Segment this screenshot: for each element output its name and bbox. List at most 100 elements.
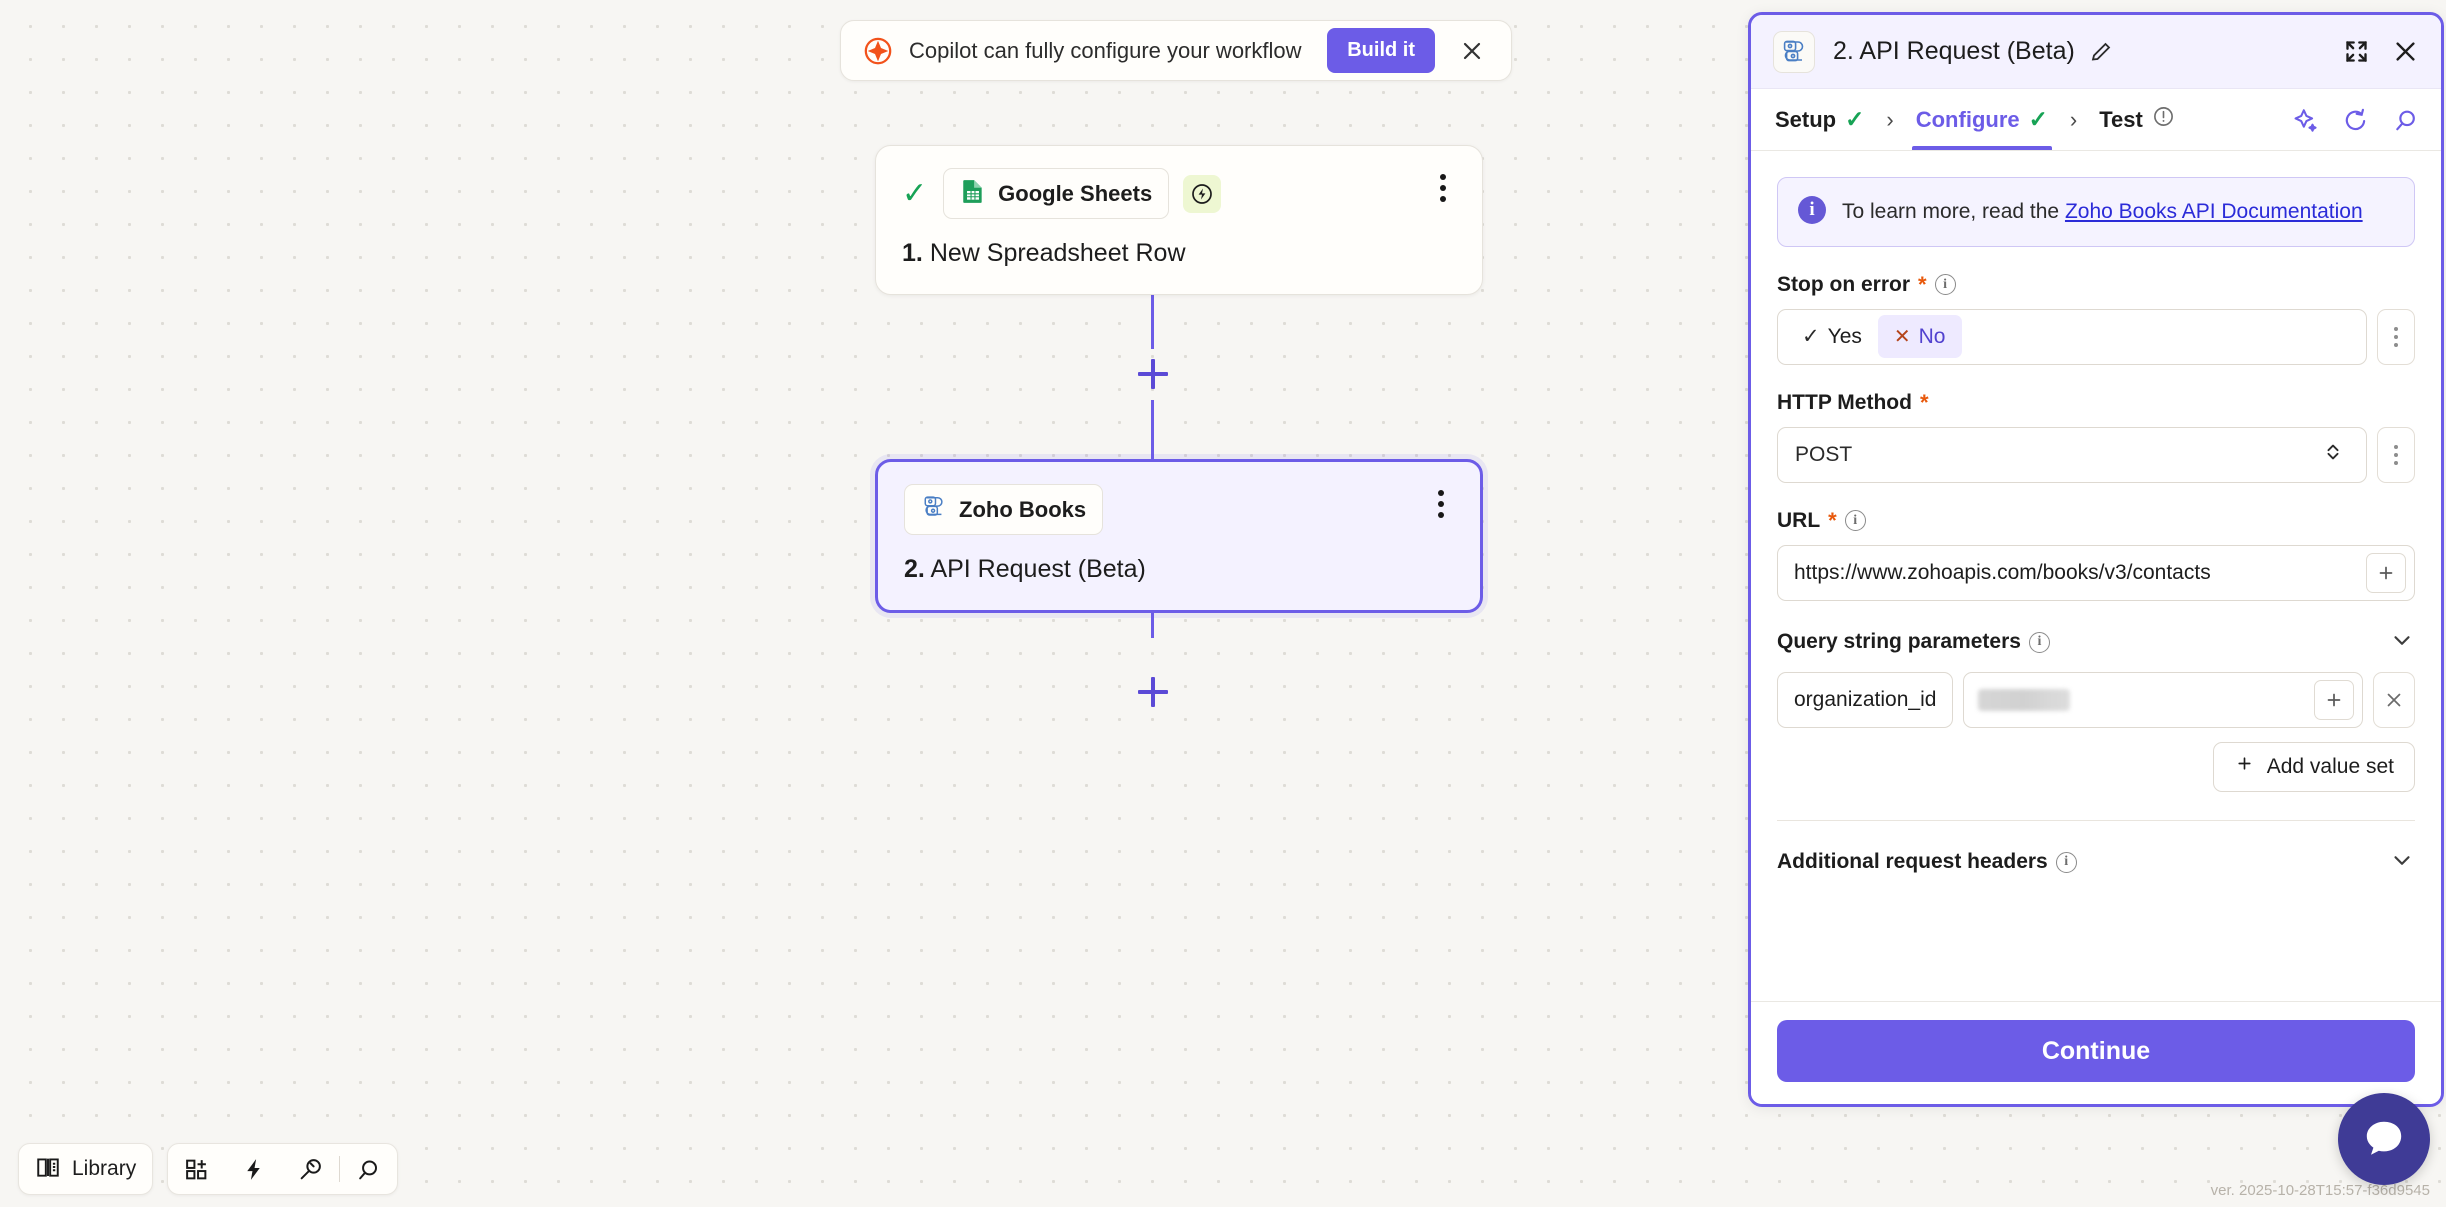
check-icon: ✓ [902, 176, 928, 210]
node-1-header: ✓ Google Sheets [876, 146, 1482, 219]
connector-line-2 [1151, 400, 1154, 460]
zoho-books-icon [921, 494, 947, 525]
query-param-key-input[interactable]: organization_id [1777, 671, 1954, 728]
add-step-button-1[interactable] [1135, 356, 1171, 392]
option-label: No [1918, 324, 1946, 348]
library-button[interactable]: Library [19, 1144, 152, 1194]
chevron-updown-icon [2322, 441, 2344, 468]
info-icon[interactable]: i [2055, 851, 2077, 873]
step-config-panel: 2. API Request (Beta) [1748, 12, 2444, 1107]
url-row: https://www.zohoapis.com/books/v3/contac… [1777, 544, 2415, 601]
panel-body[interactable]: i To learn more, read the Zoho Books API… [1751, 151, 2441, 1001]
tools-wrench-icon[interactable] [282, 1144, 339, 1194]
zoho-books-api-doc-link[interactable]: Zoho Books API Documentation [2064, 200, 2363, 223]
http-method-label: HTTP Method * [1777, 391, 2415, 415]
additional-headers-section-header[interactable]: Additional request headers i [1777, 847, 2415, 878]
node-2-number: 2. [904, 555, 925, 583]
query-param-add-variable-button[interactable] [2314, 679, 2354, 720]
app-chip-zoho-books[interactable]: Zoho Books [904, 484, 1104, 535]
node-1-title: 1. New Spreadsheet Row [876, 219, 1482, 294]
tab-configure-label: Configure [1915, 106, 2020, 132]
google-sheets-icon [960, 178, 986, 209]
search-icon[interactable] [2393, 107, 2419, 133]
info-prefix: To learn more, read the [1842, 200, 2065, 223]
tab-separator-1: › [1886, 106, 1894, 132]
add-value-set-wrap: Add value set [1777, 741, 2415, 792]
panel-tabbar: Setup ✓ › Configure ✓ › Test [1751, 89, 2441, 151]
section-divider [1777, 819, 2415, 821]
chat-bubble-icon[interactable] [2338, 1093, 2430, 1185]
info-icon[interactable]: i [2028, 631, 2050, 653]
workflow-node-1[interactable]: ✓ Google Sheets [875, 145, 1483, 295]
app-chip-google-sheets[interactable]: Google Sheets [943, 168, 1170, 219]
query-param-key-value: organization_id [1794, 687, 1937, 711]
http-method-menu-button[interactable] [2377, 426, 2415, 483]
ai-sparkle-icon[interactable] [2293, 107, 2319, 133]
tab-configure[interactable]: Configure ✓ [1911, 89, 2053, 150]
required-asterisk: * [1918, 271, 1927, 297]
additional-headers-label: Additional request headers i [1777, 850, 2077, 874]
expand-icon[interactable] [2343, 38, 2370, 65]
bolt-icon[interactable] [225, 1144, 282, 1194]
url-add-variable-button[interactable] [2366, 552, 2406, 593]
query-param-remove-button[interactable] [2373, 671, 2415, 728]
stop-on-error-option-yes[interactable]: ✓ Yes [1786, 315, 1878, 358]
additional-headers-label-text: Additional request headers [1777, 850, 2048, 873]
url-input[interactable]: https://www.zohoapis.com/books/v3/contac… [1777, 544, 2415, 601]
tab-setup[interactable]: Setup ✓ [1773, 89, 1866, 150]
build-it-button[interactable]: Build it [1327, 28, 1435, 73]
close-icon[interactable] [2392, 38, 2419, 65]
tools-group [167, 1143, 399, 1195]
required-asterisk: * [1919, 389, 1929, 415]
stop-on-error-option-no[interactable]: ✕ No [1877, 315, 1962, 358]
node-2-title: 2. API Request (Beta) [878, 535, 1480, 610]
url-value: https://www.zohoapis.com/books/v3/contac… [1794, 560, 2211, 584]
url-label: URL * i [1777, 509, 2415, 533]
panel-header-actions [2343, 38, 2419, 65]
check-icon: ✓ [2028, 106, 2048, 132]
stop-on-error-menu-button[interactable] [2377, 308, 2415, 365]
required-asterisk: * [1828, 507, 1837, 533]
node-2-menu-button[interactable] [1424, 484, 1458, 524]
info-icon[interactable]: i [1934, 274, 1956, 295]
copilot-banner: Copilot can fully configure your workflo… [840, 20, 1512, 81]
library-label: Library [72, 1157, 137, 1180]
pencil-icon[interactable] [2087, 38, 2115, 66]
app-name-label: Google Sheets [998, 180, 1153, 206]
app-name-label: Zoho Books [959, 496, 1087, 522]
panel-header: 2. API Request (Beta) [1751, 15, 2441, 89]
add-value-set-button[interactable]: Add value set [2212, 741, 2415, 792]
close-icon[interactable] [1455, 34, 1489, 68]
query-string-collapse-toggle[interactable] [2389, 627, 2415, 658]
stop-on-error-control[interactable]: ✓ Yes ✕ No [1777, 308, 2367, 365]
node-1-title-text: New Spreadsheet Row [929, 239, 1186, 267]
additional-headers-expand-toggle[interactable] [2389, 847, 2415, 878]
query-string-label-text: Query string parameters [1777, 630, 2021, 653]
stop-on-error-row: ✓ Yes ✕ No [1777, 308, 2415, 365]
stop-on-error-label-text: Stop on error [1777, 272, 1911, 296]
node-1-menu-button[interactable] [1426, 168, 1460, 208]
cross-icon: ✕ [1893, 326, 1911, 348]
add-step-button-2[interactable] [1135, 674, 1171, 710]
check-icon: ✓ [1845, 106, 1865, 132]
tab-test[interactable]: Test [2097, 89, 2177, 150]
copilot-icon [863, 36, 893, 66]
version-label: ver. 2025-10-28T15:57-f36d9545 [2210, 1182, 2430, 1199]
info-icon: i [1798, 196, 1826, 224]
continue-button[interactable]: Continue [1777, 1020, 2415, 1082]
refresh-icon[interactable] [2343, 107, 2369, 133]
workflow-node-2[interactable]: Zoho Books 2. API Request (Beta) [875, 459, 1483, 613]
http-method-select[interactable]: POST [1777, 426, 2367, 483]
library-group: Library [18, 1143, 154, 1195]
connector-line-3 [1151, 598, 1154, 638]
query-param-value-input[interactable] [1963, 671, 2363, 728]
option-label: Yes [1827, 324, 1862, 348]
toolbar-divider [339, 1156, 341, 1182]
tab-separator-2: › [2069, 106, 2078, 132]
apps-grid-add-icon[interactable] [168, 1144, 225, 1194]
check-icon: ✓ [1802, 325, 1820, 348]
copilot-message: Copilot can fully configure your workflo… [909, 37, 1302, 63]
info-icon[interactable]: i [1844, 510, 1866, 531]
search-icon[interactable] [340, 1144, 397, 1194]
